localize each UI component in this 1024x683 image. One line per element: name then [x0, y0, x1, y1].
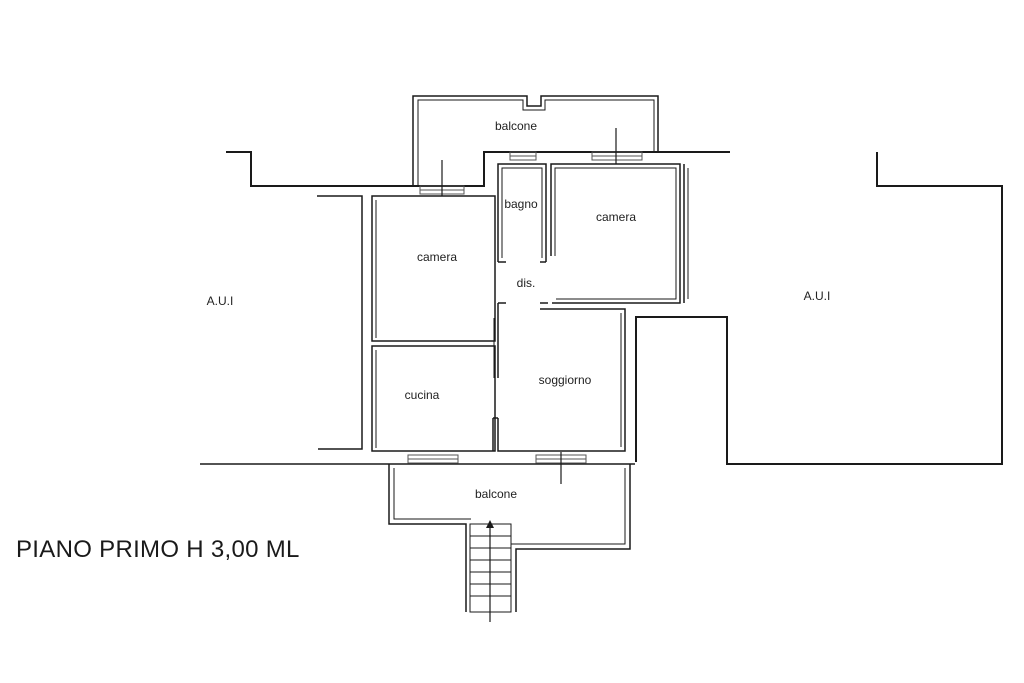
- door-markers: [441, 128, 617, 484]
- balcony-bottom-outline: [388, 464, 631, 612]
- label-bedroom-left: camera: [417, 250, 457, 264]
- label-living-room: soggiorno: [539, 373, 592, 387]
- label-kitchen: cucina: [405, 388, 440, 402]
- outer-outline-right: [635, 152, 1003, 465]
- label-aui-right: A.U.I: [804, 289, 831, 303]
- label-bedroom-right: camera: [596, 210, 636, 224]
- apartment-walls: [371, 163, 689, 452]
- outer-outline-left: [200, 151, 730, 465]
- balcony-top-outline: [412, 95, 659, 186]
- label-balcony-top: balcone: [495, 119, 537, 133]
- label-hallway: dis.: [517, 276, 536, 290]
- stair-arrow-icon: [486, 520, 494, 528]
- label-balcony-bottom: balcone: [475, 487, 517, 501]
- staircase: [469, 522, 512, 622]
- label-aui-left: A.U.I: [207, 294, 234, 308]
- plan-title: PIANO PRIMO H 3,00 ML: [16, 536, 300, 563]
- label-bathroom: bagno: [504, 197, 538, 211]
